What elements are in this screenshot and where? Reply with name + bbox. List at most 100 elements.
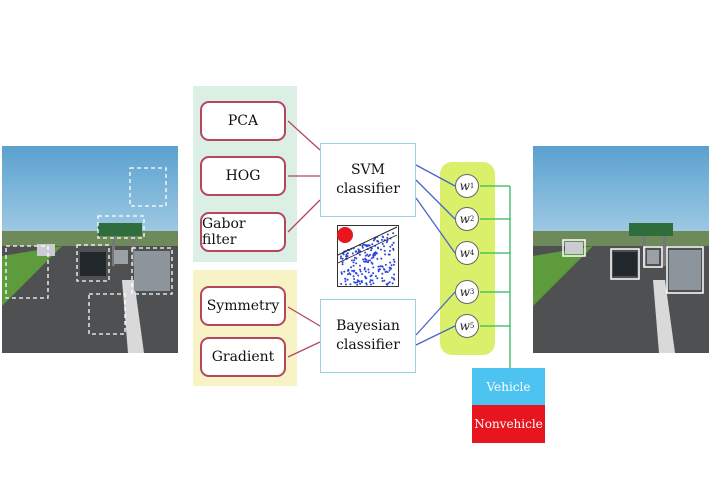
scatter-dot bbox=[369, 281, 371, 283]
scatter-dot bbox=[361, 245, 364, 247]
scatter-dot bbox=[370, 249, 373, 252]
feature-pca: PCA bbox=[200, 101, 286, 141]
scatter-dot bbox=[386, 236, 389, 239]
scatter-dot bbox=[370, 247, 373, 250]
scatter-dot bbox=[346, 278, 349, 281]
scatter-dot bbox=[366, 253, 369, 256]
scatter-dot bbox=[363, 268, 366, 271]
scatter-dot bbox=[355, 257, 358, 260]
scatter-dot bbox=[373, 254, 376, 257]
scatter-dot bbox=[380, 257, 383, 260]
scatter-dot bbox=[392, 232, 395, 235]
scatter-dot bbox=[389, 267, 392, 270]
scatter-dot bbox=[372, 266, 375, 269]
scatter-dot bbox=[367, 261, 369, 264]
scatter-dot bbox=[364, 254, 367, 257]
scatter-dot bbox=[378, 268, 381, 271]
scatter-dot bbox=[387, 253, 390, 256]
scatter-dot bbox=[344, 280, 347, 283]
scatter-dot bbox=[347, 268, 350, 271]
scatter-dot bbox=[368, 244, 371, 247]
scatter-dot bbox=[381, 272, 384, 275]
scatter-dot bbox=[374, 252, 377, 255]
scatter-dot bbox=[372, 254, 375, 257]
feature-hog: HOG bbox=[200, 156, 286, 196]
scatter-dot bbox=[349, 273, 352, 276]
scatter-dot bbox=[377, 265, 380, 268]
scatter-dot bbox=[352, 264, 355, 267]
scatter-dot bbox=[383, 245, 385, 248]
scatter-dot bbox=[365, 283, 368, 286]
scatter-dot bbox=[351, 252, 354, 255]
scatter-dot bbox=[372, 282, 375, 285]
scatter-dot bbox=[354, 271, 357, 274]
scatter-dot bbox=[371, 279, 374, 282]
scatter-dot bbox=[369, 259, 371, 262]
scatter-dot bbox=[371, 262, 374, 265]
scatter-dot bbox=[365, 258, 368, 261]
scatter-dot bbox=[374, 275, 377, 278]
scatter-dot bbox=[389, 261, 392, 264]
scatter-dot bbox=[344, 277, 347, 280]
scatter-dot bbox=[393, 273, 396, 276]
output-nonvehicle: Nonvehicle bbox=[472, 405, 545, 443]
scatter-dot bbox=[343, 270, 346, 273]
scatter-dot bbox=[367, 259, 370, 262]
svm-classifier-line2: classifier bbox=[336, 181, 400, 197]
scatter-dot bbox=[381, 280, 384, 283]
scatter-dot bbox=[391, 276, 393, 279]
scatter-dot bbox=[340, 255, 342, 258]
scatter-dot bbox=[367, 255, 370, 258]
scatter-dot bbox=[370, 257, 373, 260]
scatter-dot bbox=[355, 262, 358, 265]
scatter-dot bbox=[357, 280, 360, 282]
scatter-dot bbox=[388, 269, 391, 272]
scatter-dot bbox=[385, 241, 388, 244]
scatter-dot bbox=[341, 257, 344, 260]
scatter-dot bbox=[359, 282, 362, 285]
scatter-dot bbox=[353, 259, 356, 262]
scatter-dot bbox=[391, 282, 394, 285]
scatter-dot bbox=[388, 281, 391, 284]
scatter-dot bbox=[359, 268, 361, 271]
scatter-dot bbox=[361, 246, 364, 249]
scatter-dot bbox=[372, 272, 375, 275]
scatter-dot bbox=[345, 253, 348, 256]
scatter-dot bbox=[364, 260, 367, 263]
scatter-dot bbox=[369, 253, 371, 256]
scatter-dot bbox=[371, 243, 374, 246]
scatter-dot bbox=[393, 278, 396, 281]
svm-classifier: SVM classifier bbox=[320, 143, 416, 217]
scatter-dot bbox=[359, 270, 362, 273]
scatter-dot bbox=[340, 271, 343, 274]
scatter-dot bbox=[353, 281, 356, 284]
scatter-dot bbox=[365, 277, 368, 279]
input-road-image bbox=[2, 146, 178, 353]
scatter-dot bbox=[345, 255, 347, 258]
scatter-dot bbox=[370, 283, 372, 286]
scatter-dot bbox=[376, 257, 379, 260]
scatter-dot bbox=[364, 251, 367, 254]
scatter-dot bbox=[383, 279, 386, 282]
scatter-dot bbox=[391, 243, 394, 246]
scatter-dot bbox=[381, 242, 384, 245]
scatter-dot bbox=[385, 283, 388, 286]
scatter-dot bbox=[384, 253, 387, 256]
scatter-dot bbox=[363, 266, 366, 269]
scatter-dot bbox=[386, 271, 389, 274]
scatter-dot bbox=[340, 257, 342, 260]
scatter-dot bbox=[358, 280, 361, 283]
scatter-dot bbox=[376, 277, 379, 280]
scatter-dot bbox=[384, 263, 387, 266]
scatter-dot bbox=[392, 258, 395, 261]
scatter-dot bbox=[340, 282, 343, 285]
feature-gradient: Gradient bbox=[200, 337, 286, 377]
scatter-dot bbox=[389, 245, 392, 248]
scatter-dot bbox=[384, 271, 387, 273]
scatter-dot bbox=[381, 277, 384, 280]
scatter-dot bbox=[346, 273, 349, 276]
scatter-dot bbox=[392, 241, 395, 244]
scatter-dot bbox=[388, 266, 391, 269]
